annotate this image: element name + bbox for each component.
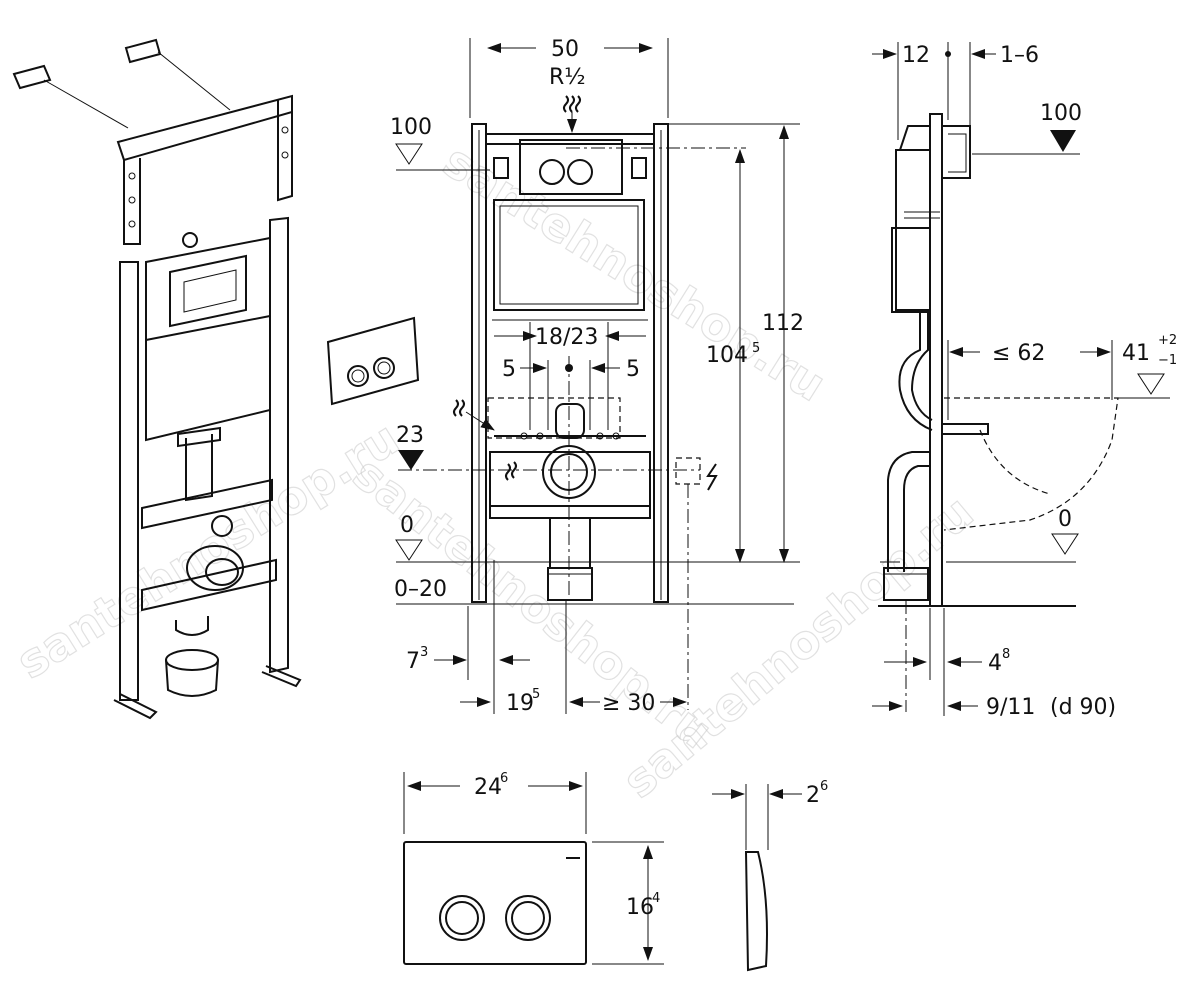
dim-pipe: 9/11: [986, 695, 1035, 720]
dim-plate-width: 24: [474, 775, 502, 800]
level-top-right: 100: [1040, 101, 1082, 126]
dim-depth-adjust: 1–6: [1000, 43, 1039, 68]
dim-plate-height: 16: [626, 895, 654, 920]
dim-foot-center-sup: 5: [532, 687, 540, 702]
dim-floor-range: 0–20: [394, 577, 447, 602]
isometric-frame-drawing: [12, 38, 302, 720]
dim-spacing-inner: 18/23: [535, 325, 598, 350]
dim-pipe-offset-sup: 8: [1002, 647, 1010, 662]
level-top-left: 100: [390, 115, 432, 140]
dim-power-distance: ≥ 30: [602, 691, 655, 716]
dim-bowl-projection: ≤ 62: [992, 341, 1045, 366]
dim-height-cistern-sup: 5: [752, 341, 760, 356]
flush-plate-view: 24 6 16 4 2 6: [403, 771, 828, 972]
dim-plate-width-sup: 6: [500, 771, 508, 786]
dim-plate-thickness-sup: 6: [820, 779, 828, 794]
dim-width-total: 50: [551, 37, 579, 62]
dim-depth-frame: 12: [902, 43, 930, 68]
level-floor-front: 0: [400, 513, 414, 538]
dim-pipe-offset: 4: [988, 651, 1002, 676]
level-drain: 23: [396, 423, 424, 448]
dim-foot-offset-sup: 3: [420, 645, 428, 660]
side-view: 12 1–6 100 ≤ 62 41: [872, 42, 1177, 720]
dim-connection: R½: [549, 65, 586, 90]
dim-height-total: 112: [762, 311, 804, 336]
dim-pipe-diameter: (d 90): [1050, 695, 1116, 720]
dim-height-cistern: 104: [706, 343, 748, 368]
watermark: santehnoshop.ru santehnoshop.ru santehno…: [7, 133, 984, 809]
dim-plate-height-sup: 4: [652, 891, 660, 906]
dim-plate-thickness: 2: [806, 783, 820, 808]
level-floor-side: 0: [1058, 507, 1072, 532]
watermark-text: santehnoshop.ru: [7, 411, 408, 689]
dim-seat-height-plus: +2: [1158, 333, 1177, 348]
dim-seat-height-minus: −1: [1158, 353, 1177, 368]
iso-flush-plate: [326, 316, 420, 406]
dim-foot-center: 19: [506, 691, 534, 716]
front-view: 50 R½ 100 18/23 5 5: [390, 37, 804, 716]
dim-offset-right: 5: [626, 357, 640, 382]
dim-offset-left: 5: [502, 357, 516, 382]
dim-foot-offset: 7: [406, 649, 420, 674]
dim-seat-height: 41: [1122, 341, 1150, 366]
